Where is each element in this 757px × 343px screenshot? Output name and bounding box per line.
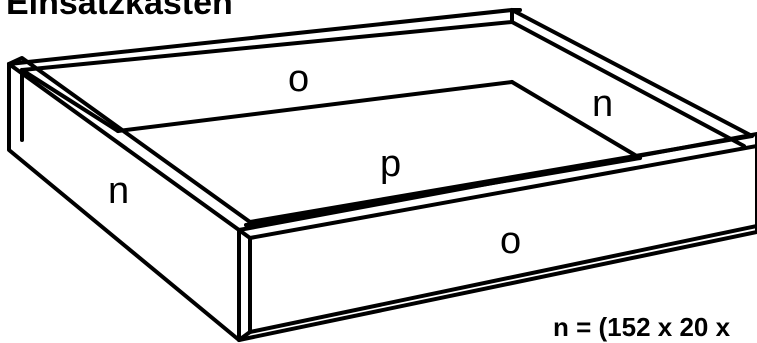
front-panel-thickness-left [237, 228, 252, 342]
diagram-title: Einsatzkasten [6, 0, 233, 22]
floor-right-edge [510, 80, 642, 160]
back-panel-inner-left [20, 68, 120, 133]
front-panel-top-inner-edge-2 [248, 144, 757, 240]
front-panel-outline [237, 132, 757, 342]
label-bottom-panel: p [380, 143, 402, 185]
label-left-panel: n [108, 170, 130, 212]
label-right-panel: n [592, 83, 614, 125]
front-panel-top-inner-edge [248, 134, 754, 224]
label-front-panel: o [500, 220, 522, 262]
back-panel-inner-top-edge [20, 20, 514, 72]
dimension-formula: n = (152 x 20 x [553, 312, 731, 342]
right-panel-top-edge [510, 8, 754, 138]
right-panel-inner-top-edge [510, 20, 746, 148]
back-panel-top-edge [7, 8, 522, 66]
front-panel-bottom-inner [248, 224, 757, 334]
label-back-panel: o [288, 58, 310, 100]
floor-back-edge [116, 80, 514, 133]
